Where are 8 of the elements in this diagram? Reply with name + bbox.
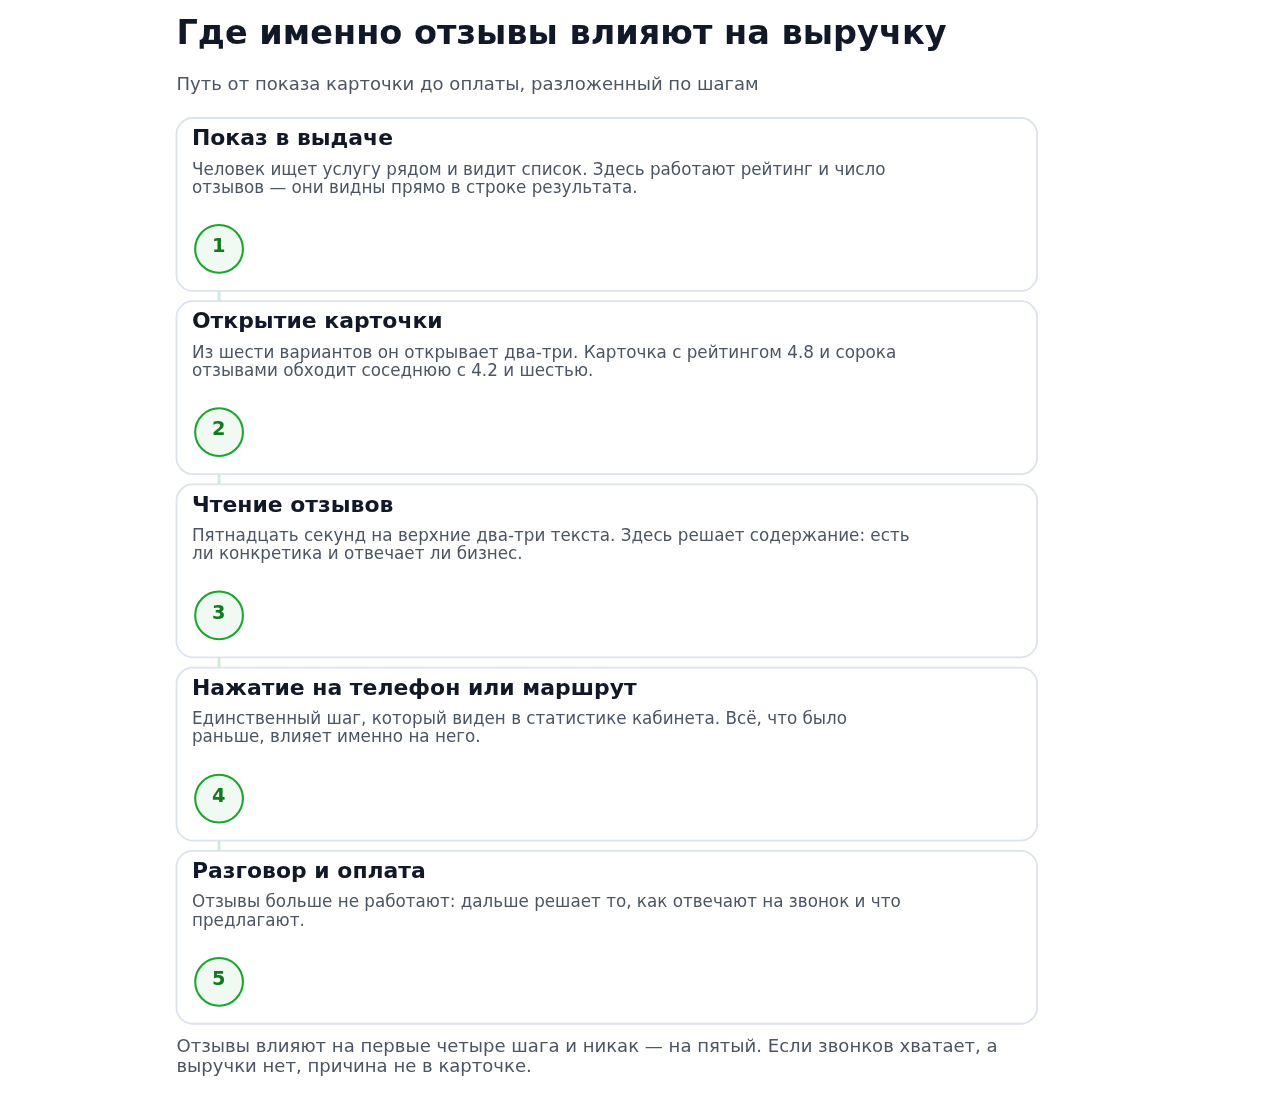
- label: Отзывы влияют на первые четыре шага и никак — на пятый. Если звонков хватает, а выручки нет, причина не в карточке.: [176, 1035, 998, 1076]
- node-circle: 2: [194, 407, 244, 458]
- node-circle: 3: [194, 590, 244, 641]
- diagram-title: Где именно отзывы влияют на выручку: [176, 13, 947, 53]
- node-circle: 4: [194, 773, 244, 824]
- node-circle: 1: [194, 224, 244, 274]
- node-circle: 5: [194, 956, 244, 1007]
- label: Путь от показа карточки до оплаты, разложенный по шагам: [176, 72, 759, 94]
